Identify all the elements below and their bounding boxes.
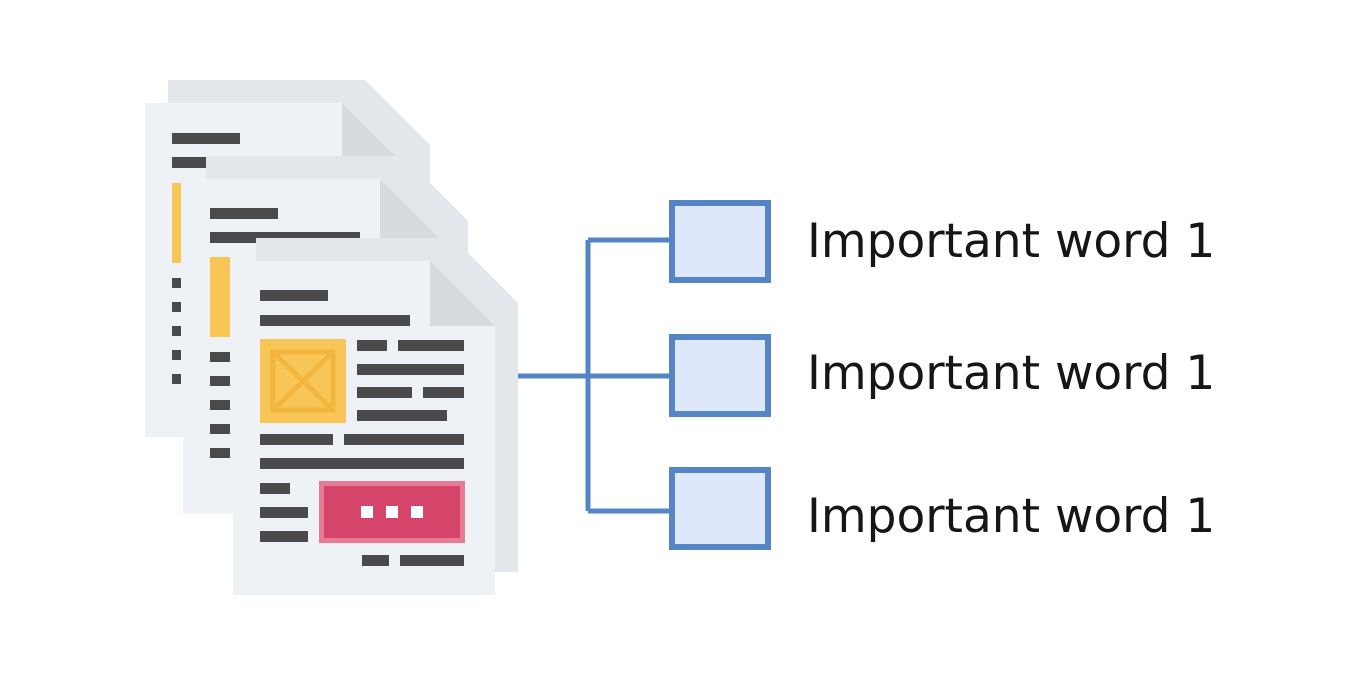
keyword-box-icon bbox=[669, 200, 771, 283]
text-line bbox=[172, 374, 181, 384]
keyword-box-icon bbox=[669, 467, 771, 550]
keyword-label-1: Important word 1 bbox=[807, 214, 1215, 269]
text-line bbox=[423, 387, 464, 398]
text-line bbox=[172, 326, 181, 336]
text-line bbox=[210, 352, 230, 362]
text-line bbox=[357, 364, 464, 375]
text-line bbox=[210, 448, 230, 458]
text-line bbox=[362, 555, 389, 566]
text-line bbox=[400, 555, 464, 566]
text-line bbox=[260, 483, 290, 494]
text-line bbox=[260, 290, 328, 301]
text-line bbox=[172, 278, 181, 288]
text-line bbox=[260, 531, 308, 542]
text-line bbox=[357, 387, 412, 398]
keyword-boxes bbox=[669, 200, 771, 550]
text-line bbox=[172, 302, 181, 312]
text-line bbox=[357, 340, 387, 351]
keyword-label-3: Important word 1 bbox=[807, 489, 1215, 544]
document-front bbox=[233, 238, 518, 595]
connector-lines bbox=[518, 237, 672, 514]
text-line bbox=[357, 410, 447, 421]
text-line bbox=[210, 232, 360, 243]
text-line bbox=[172, 350, 181, 360]
text-line bbox=[260, 507, 308, 518]
text-line bbox=[172, 133, 240, 144]
image-placeholder-icon bbox=[260, 339, 346, 423]
text-line bbox=[210, 424, 230, 434]
text-line bbox=[172, 157, 206, 168]
text-line bbox=[260, 434, 333, 445]
text-line bbox=[260, 315, 410, 326]
document-middle-fold bbox=[380, 179, 445, 244]
keyword-box-icon bbox=[669, 334, 771, 417]
stacked-documents-icon bbox=[145, 80, 518, 595]
text-line bbox=[398, 340, 464, 351]
text-line bbox=[210, 208, 278, 219]
document-back-fold bbox=[342, 103, 407, 168]
image-placeholder-edge bbox=[210, 257, 230, 337]
more-button-icon bbox=[319, 481, 465, 543]
text-line bbox=[210, 400, 230, 410]
keyword-label-2: Important word 1 bbox=[807, 346, 1215, 401]
image-placeholder-edge bbox=[172, 183, 181, 263]
text-line bbox=[344, 434, 464, 445]
text-line bbox=[260, 458, 464, 469]
document-front-fold bbox=[430, 261, 495, 326]
text-line bbox=[210, 376, 230, 386]
